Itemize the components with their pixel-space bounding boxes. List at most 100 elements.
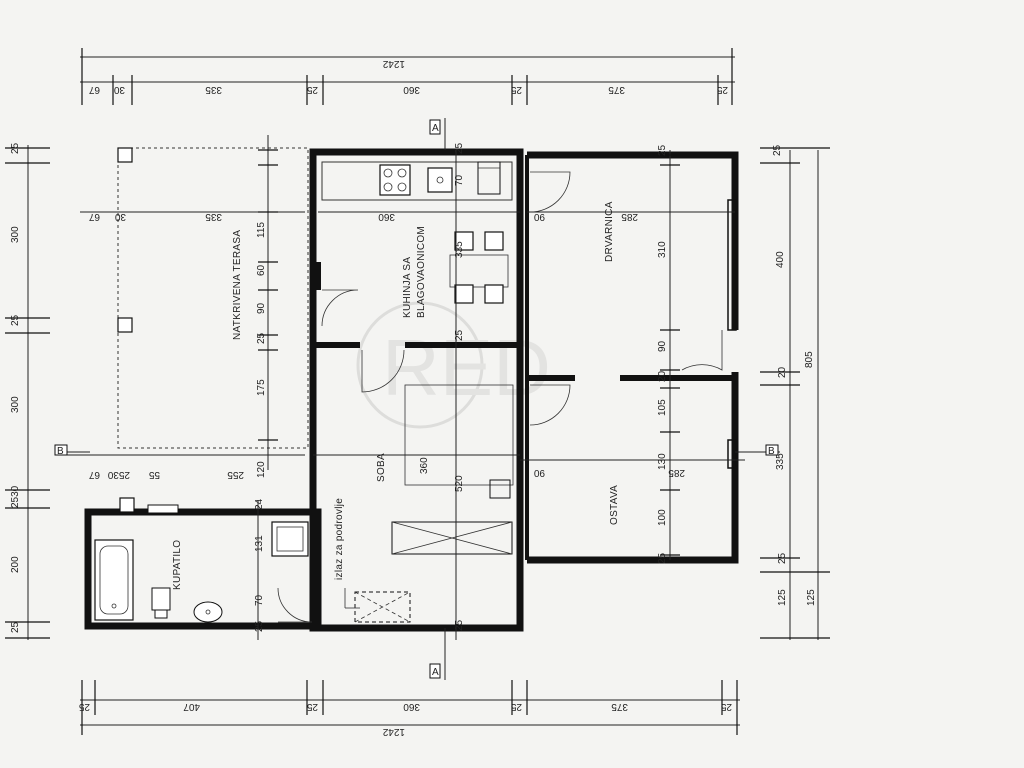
kitchen-dim-360: 360	[378, 211, 395, 222]
right-dim-20: 20	[777, 366, 788, 378]
bottom-dim-407: 407	[183, 701, 200, 712]
bathroom: 24 131 70 25 KUPATILO	[94, 497, 309, 640]
terrace-dim-175: 175	[256, 379, 267, 396]
terrace-dim-335: 335	[205, 211, 222, 222]
pantry-dim-285: 285	[621, 211, 638, 222]
storage-dim-285: 285	[668, 467, 685, 478]
top-dim-25a: 25	[306, 84, 318, 95]
room-dim-25: 25	[454, 619, 465, 631]
toilet-icon	[151, 587, 171, 619]
left-dim-300b: 300	[10, 396, 21, 413]
pantry-dim-20: 20	[657, 370, 668, 382]
top-dim-375: 375	[608, 84, 625, 95]
room-dim-520: 520	[454, 475, 465, 492]
fridge-icon	[477, 161, 501, 195]
left-dim-200: 200	[10, 556, 21, 573]
storage-dim-130: 130	[657, 453, 668, 470]
washing-machine-icon	[271, 521, 309, 557]
kitchen-label-line2: BLAGOVAONICOM	[416, 226, 427, 318]
pantry-inner-door-swing	[681, 330, 723, 371]
bottom-dim-25d: 25	[720, 701, 732, 712]
section-a-bottom: A	[432, 667, 439, 678]
door-swings	[277, 171, 723, 623]
terrace-dim-67b: 67	[88, 469, 100, 480]
pantry-dim-25: 25	[657, 144, 668, 156]
section-b-left: B	[57, 446, 64, 457]
bath-dim-25: 25	[254, 620, 265, 632]
hatch-icon	[354, 591, 411, 623]
storage-dim-100: 100	[657, 509, 668, 526]
right-dim-125b: 125	[806, 589, 817, 606]
section-markers: A A B B	[54, 118, 780, 680]
storage-door-swing	[529, 384, 571, 426]
left-dim-25a: 25	[10, 142, 21, 154]
room-label: SOBA	[376, 453, 387, 482]
left-dim-300a: 300	[10, 226, 21, 243]
dining-table-icon	[449, 231, 509, 304]
bottom-total-dim: 1242	[382, 726, 405, 737]
bottom-dim-375: 375	[611, 701, 628, 712]
terrace-dim-90: 90	[256, 302, 267, 314]
bathroom-label: KUPATILO	[172, 540, 183, 590]
top-dim-335: 335	[205, 84, 222, 95]
terrace-dim-25: 25	[256, 332, 267, 344]
right-dim-25a: 25	[772, 144, 783, 156]
room-door-swing	[361, 349, 405, 393]
kitchen-dim-25b: 25	[454, 329, 465, 341]
kitchen-label-line1: KUHINJA SA	[402, 257, 413, 318]
bath-dim-24: 24	[254, 498, 265, 510]
storage: 90 285 130 100 25 OSTAVA	[520, 453, 745, 564]
terrace-dim-120: 120	[256, 461, 267, 478]
covered-terrace: 67 30 335 115 60 90 25 175 120 67 2530 5…	[60, 135, 309, 480]
washbasin-icon	[193, 601, 223, 623]
kitchen-dim-335: 335	[454, 241, 465, 258]
top-dim-25c: 25	[716, 84, 728, 95]
right-dim-805: 805	[804, 351, 815, 368]
terrace-dim-60: 60	[256, 264, 267, 276]
right-dim-335: 335	[775, 453, 786, 470]
pantry: 25 90 285 310 90 20 105 DRVARNICA	[527, 144, 735, 560]
stove-icon	[379, 164, 411, 196]
top-dim-67: 67	[88, 84, 100, 95]
terrace-column	[117, 147, 133, 163]
right-dim-25b: 25	[777, 552, 788, 564]
pantry-door-swing	[529, 171, 571, 213]
kitchen-door-swing	[321, 289, 359, 327]
top-dim-360: 360	[403, 84, 420, 95]
bath-dim-70: 70	[254, 594, 265, 606]
top-dim-30: 30	[113, 84, 125, 95]
bottom-dim-25a: 25	[78, 701, 90, 712]
terrace-column	[117, 317, 133, 333]
terrace-dim-30: 30	[114, 211, 126, 222]
top-dim-25b: 25	[510, 84, 522, 95]
terrace-dim-255: 255	[227, 469, 244, 480]
section-b-right: B	[768, 446, 775, 457]
terrace-dim-2530: 2530	[107, 469, 130, 480]
bottom-dim-25b: 25	[306, 701, 318, 712]
left-dim-25b: 25	[10, 314, 21, 326]
bottom-dim-360: 360	[403, 701, 420, 712]
kitchen: 25 70 360 335 25 KUHINJA SA BLAGOVAONICO…	[318, 142, 520, 345]
kitchen-dim-70: 70	[454, 174, 465, 186]
right-dim-125a: 125	[777, 589, 788, 606]
room-dim-360: 360	[419, 457, 430, 474]
room-soba: 360 520 25 SOBA izlaz za podrovlje	[313, 345, 520, 640]
right-dimension-chain: 25 400 20 805 335 25 125 125	[760, 144, 830, 640]
interior-walls	[313, 155, 737, 560]
top-total-dim: 1242	[382, 58, 405, 69]
bath-dim-131: 131	[254, 535, 265, 552]
kitchen-dim-25: 25	[454, 142, 465, 154]
storage-dim-105: 105	[657, 399, 668, 416]
top-dimension-chain: 1242 67 30 335 25 360 25 375 25	[80, 48, 735, 105]
left-dim-2530: 2530	[10, 485, 21, 508]
bathroom-door-swing	[277, 587, 313, 623]
pantry-dim-310: 310	[657, 241, 668, 258]
terrace-dim-115: 115	[256, 222, 267, 238]
exterior-walls	[84, 148, 739, 632]
bottom-dimension-chain: 25 407 25 360 25 375 25 1242	[78, 680, 740, 737]
terrace-dim-55: 55	[148, 469, 160, 480]
bottom-dim-25c: 25	[510, 701, 522, 712]
terrace-label: NATKRIVENA TERASA	[232, 230, 243, 340]
pantry-label: DRVARNICA	[604, 201, 615, 262]
